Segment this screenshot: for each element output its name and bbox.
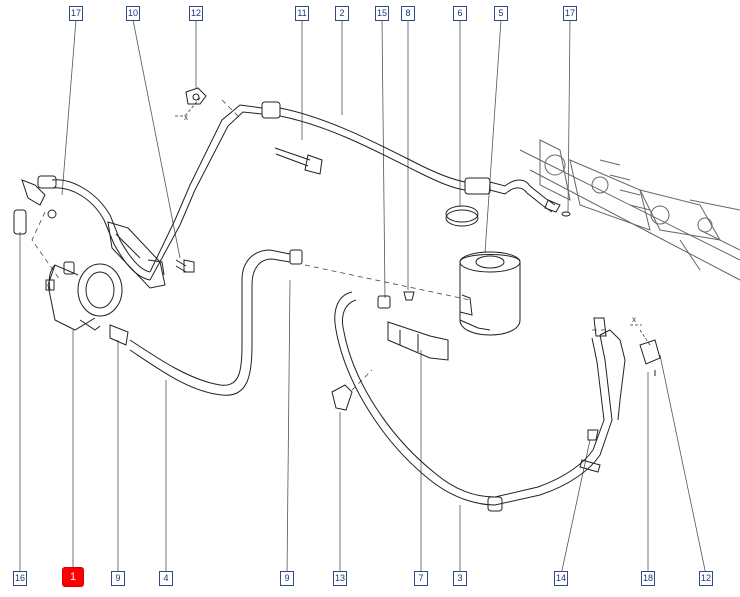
rack-fittings [544, 199, 656, 376]
callout-11[interactable]: 11 [295, 6, 309, 21]
axis-mark-x-left: x [184, 113, 188, 122]
bolt-10 [175, 259, 195, 273]
small-hardware [331, 291, 661, 473]
high-pressure-line [51, 101, 556, 281]
callout-9-right[interactable]: 9 [280, 571, 294, 586]
callout-18[interactable]: 18 [641, 571, 655, 586]
callout-13[interactable]: 13 [333, 571, 347, 586]
nut-12-left [185, 87, 207, 105]
callout-10[interactable]: 10 [126, 6, 140, 21]
feed-hose [334, 291, 626, 512]
callout-15[interactable]: 15 [375, 6, 389, 21]
callout-9-left[interactable]: 9 [111, 571, 125, 586]
steering-rack [519, 139, 740, 281]
leader-12b [659, 354, 707, 576]
callout-17-top-left[interactable]: 17 [69, 6, 83, 21]
leader-14 [560, 439, 591, 576]
leader-17b [567, 19, 571, 213]
fluid-reservoir [445, 205, 521, 336]
callout-3[interactable]: 3 [453, 571, 467, 586]
callout-16[interactable]: 16 [13, 571, 27, 586]
power-steering-pump [45, 261, 123, 331]
callout-2[interactable]: 2 [335, 6, 349, 21]
callout-14[interactable]: 14 [554, 571, 568, 586]
callout-12-bottom[interactable]: 12 [699, 571, 713, 586]
callout-7[interactable]: 7 [414, 571, 428, 586]
hose-bracket [107, 221, 166, 289]
callout-8[interactable]: 8 [401, 6, 415, 21]
leader-15 [381, 19, 386, 299]
assembly-line-reservoir [304, 264, 471, 301]
callout-4[interactable]: 4 [159, 571, 173, 586]
leader-5 [484, 19, 502, 254]
leader-17a [61, 19, 77, 196]
callout-5[interactable]: 5 [494, 6, 508, 21]
callout-12-top[interactable]: 12 [189, 6, 203, 21]
axis-mark-x-right: x [632, 315, 636, 324]
assembly-line-pump [31, 211, 61, 281]
callout-1-highlighted[interactable]: 1 [62, 567, 84, 587]
return-hose [109, 249, 303, 396]
bolt-11 [274, 147, 323, 175]
assembly-line-bolt [221, 99, 241, 119]
pump-fittings [13, 175, 57, 235]
leader-9b [286, 279, 291, 576]
axis-markers [175, 97, 651, 346]
leader-10 [132, 19, 181, 259]
callout-17-top-right[interactable]: 17 [563, 6, 577, 21]
callout-6[interactable]: 6 [453, 6, 467, 21]
